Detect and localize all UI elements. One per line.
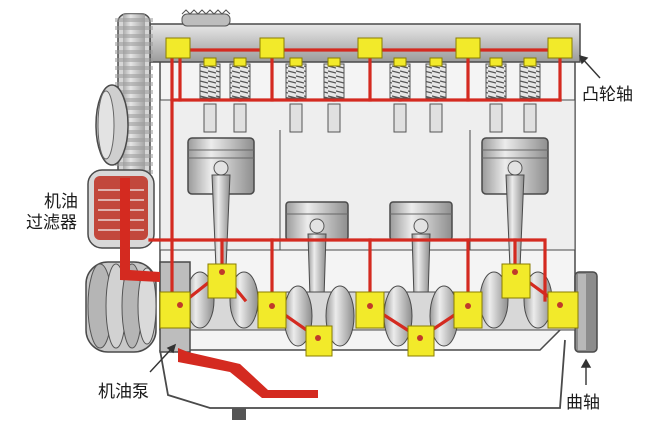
gear-tooth xyxy=(115,122,153,126)
gear-tooth xyxy=(115,58,153,62)
oil-pickup-pipe xyxy=(178,348,318,398)
gear-tooth xyxy=(115,90,153,94)
piston-4 xyxy=(481,137,549,269)
oil-filter-label-line1: 机油 xyxy=(44,192,78,212)
piston-1 xyxy=(187,137,255,269)
gear-tooth xyxy=(115,42,153,46)
gear-tooth xyxy=(115,146,153,150)
gear-tooth xyxy=(115,98,153,102)
upper-pulley xyxy=(95,84,129,166)
gear-tooth xyxy=(115,130,153,134)
crankshaft-bearings xyxy=(159,263,579,357)
pointer-arrows xyxy=(149,54,601,385)
gear-tooth xyxy=(115,82,153,86)
valves xyxy=(203,103,537,133)
gear-tooth xyxy=(115,154,153,158)
crankshaft-label: 曲轴 xyxy=(566,393,600,413)
crank-pulley xyxy=(85,261,157,353)
gear-tooth xyxy=(115,66,153,70)
gear-tooth xyxy=(115,34,153,38)
oil-pump-label: 机油泵 xyxy=(98,382,149,402)
filter-outlet-pipe xyxy=(120,178,160,282)
oil-sump xyxy=(159,339,566,420)
gear-tooth xyxy=(115,138,153,142)
valve-springs xyxy=(199,63,541,99)
camshaft-bearings xyxy=(165,37,573,59)
cylinder-head xyxy=(149,9,581,63)
oil-holes xyxy=(177,269,563,341)
oil-filter-label-line2: 过滤器 xyxy=(26,213,77,233)
gear-tooth xyxy=(115,18,153,22)
gear-tooth xyxy=(115,162,153,166)
gear-tooth xyxy=(115,26,153,30)
camshaft-label: 凸轮轴 xyxy=(582,85,633,105)
gear-tooth xyxy=(115,74,153,78)
gear-tooth xyxy=(115,106,153,110)
tappets xyxy=(203,57,537,67)
gear-tooth xyxy=(115,114,153,118)
gear-tooth xyxy=(115,50,153,54)
